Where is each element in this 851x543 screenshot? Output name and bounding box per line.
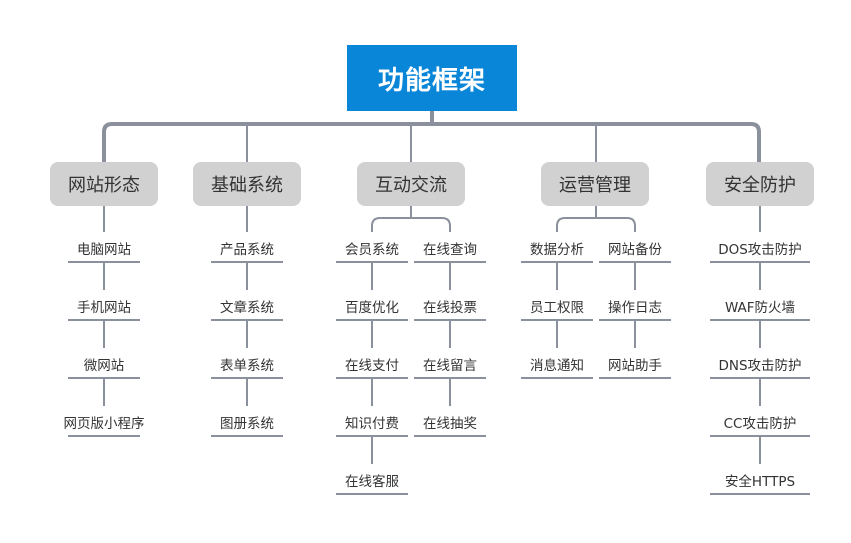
leaf-item: 在线支付 <box>345 358 399 374</box>
leaf-item: 图册系统 <box>220 416 274 432</box>
leaf-item: DNS攻击防护 <box>718 358 802 374</box>
leaf-item: 手机网站 <box>77 300 131 316</box>
leaf-item: 知识付费 <box>345 416 399 432</box>
connector-line <box>556 217 636 232</box>
leaf-item: CC攻击防护 <box>723 416 797 432</box>
leaf-item: 在线查询 <box>423 242 477 258</box>
category-security: 安全防护 <box>706 162 814 206</box>
leaf-item: 百度优化 <box>345 300 399 316</box>
root-node: 功能框架 <box>347 45 517 111</box>
leaf-item: 消息通知 <box>530 358 584 374</box>
leaf-item: 在线客服 <box>345 474 399 490</box>
leaf-item: 员工权限 <box>530 300 584 316</box>
leaf-item: 表单系统 <box>220 358 274 374</box>
leaf-item: 会员系统 <box>345 242 399 258</box>
leaf-item: DOS攻击防护 <box>718 242 802 258</box>
leaf-item: 操作日志 <box>608 300 662 316</box>
leaf-item: 网站助手 <box>608 358 662 374</box>
leaf-item: WAF防火墙 <box>724 300 796 316</box>
leaf-item: 文章系统 <box>220 300 274 316</box>
leaf-item: 在线抽奖 <box>423 416 477 432</box>
leaf-item: 网页版小程序 <box>63 416 145 432</box>
connector-line <box>371 217 451 232</box>
connector-line <box>102 122 761 162</box>
leaf-item: 在线投票 <box>423 300 477 316</box>
leaf-item: 数据分析 <box>530 242 584 258</box>
leaf-item: 在线留言 <box>423 358 477 374</box>
category-interaction: 互动交流 <box>357 162 465 206</box>
leaf-item: 电脑网站 <box>77 242 131 258</box>
leaf-item: 产品系统 <box>220 242 274 258</box>
category-operations: 运营管理 <box>541 162 649 206</box>
leaf-item: 安全HTTPS <box>724 474 796 490</box>
category-basic-systems: 基础系统 <box>193 162 301 206</box>
leaf-item: 网站备份 <box>608 242 662 258</box>
category-website-forms: 网站形态 <box>50 162 158 206</box>
leaf-item: 微网站 <box>83 358 125 374</box>
